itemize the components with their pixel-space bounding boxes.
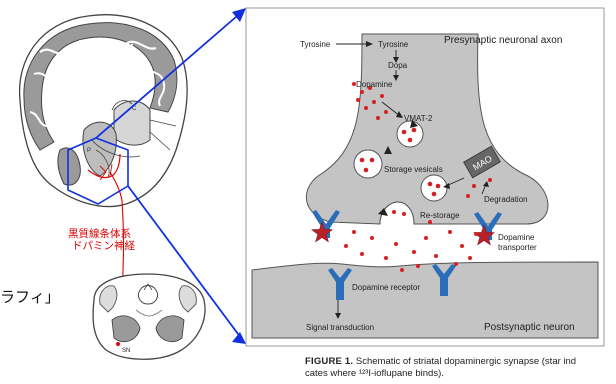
tyrosine-outside-label: Tyrosine — [300, 40, 331, 49]
zoom-arrowhead-bottom — [232, 332, 246, 344]
figure-caption: FIGURE 1. Schematic of striatal dopamine… — [305, 356, 616, 380]
figure-caption-label: FIGURE 1. — [305, 356, 353, 367]
sn-label: SN — [122, 348, 130, 354]
figure-caption-line2: cates where ¹²³I-ioflupane binds). — [305, 368, 444, 379]
substantia-nigra-dot — [116, 342, 120, 346]
midbrain-section — [93, 274, 205, 359]
dopamine-label: Dopamine — [356, 80, 393, 89]
storage-vesicals-label: Storage vesicals — [384, 165, 443, 174]
pathway-label-line2: ドパミン神経 — [72, 240, 135, 252]
cut-off-title-text: ラフィ」 — [0, 286, 60, 307]
tyrosine-inside-label: Tyrosine — [378, 40, 409, 49]
pathway-label-line1: 黒質線条体系 — [68, 228, 131, 240]
degradation-label: Degradation — [484, 195, 528, 204]
re-storage-label: Re-storage — [420, 211, 460, 220]
figure-caption-line1: Schematic of striatal dopaminergic synap… — [356, 356, 576, 367]
postsynaptic-label: Postsynaptic neuron — [484, 322, 575, 333]
signal-transduction-label: Signal transduction — [306, 323, 374, 332]
presynaptic-label: Presynaptic neuronal axon — [444, 35, 562, 46]
vmat-label: VMAT-2 — [404, 114, 433, 123]
receptor-label: Dopamine receptor — [352, 283, 420, 292]
dopa-label: Dopa — [388, 61, 408, 70]
transporter-label-line1: Dopamine — [498, 233, 535, 242]
region-label-p: P — [87, 148, 91, 154]
transporter-label-line2: transporter — [498, 243, 537, 252]
zoom-arrowhead-top — [232, 8, 246, 22]
